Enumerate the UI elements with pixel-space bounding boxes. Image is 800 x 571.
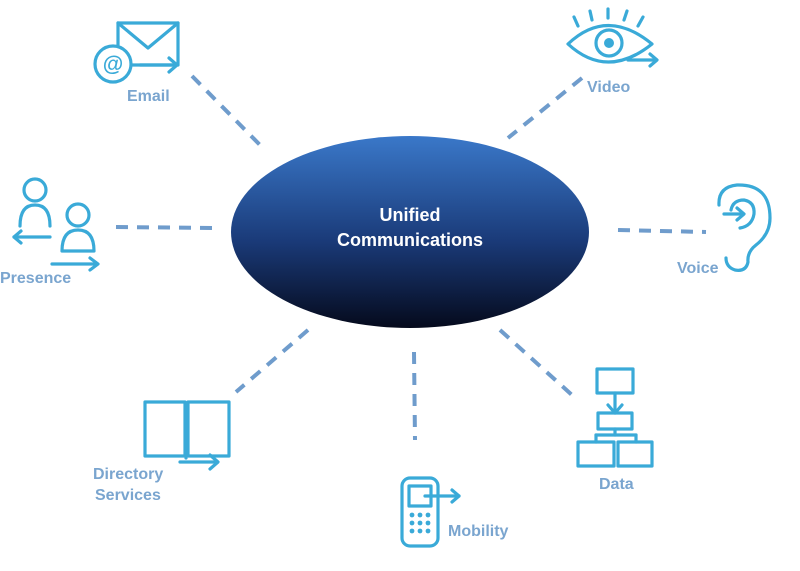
directory-label-line1: Directory [93, 466, 163, 483]
two-people-arrows-icon [12, 177, 100, 272]
ear-icon [717, 183, 772, 272]
mobility-label: Mobility [448, 523, 509, 540]
email-label: Email [127, 88, 170, 105]
svg-text:@: @ [103, 53, 123, 76]
connector-presence [115, 225, 216, 230]
directory-label-line2: Services [95, 487, 161, 504]
connector-mobility [412, 351, 417, 441]
flowchart-icon [576, 367, 654, 468]
hub-ellipse [231, 136, 589, 328]
node-data: Data [576, 367, 654, 493]
connector-directory [234, 328, 310, 394]
connector-video [506, 76, 584, 140]
node-video: Video [566, 7, 659, 96]
eye-icon [566, 7, 659, 68]
connector-data [498, 328, 574, 397]
mobile-phone-arrow-icon [400, 476, 461, 548]
hub-title-line2: Communications [337, 230, 483, 250]
connector-email [190, 74, 262, 147]
node-mobility: Mobility [400, 476, 509, 548]
voice-label: Voice [677, 260, 719, 277]
presence-label: Presence [0, 270, 71, 287]
node-email: @ Email [93, 21, 180, 105]
data-label: Data [599, 476, 634, 493]
hub-title-line1: Unified [380, 205, 441, 225]
connector-voice [617, 228, 707, 234]
open-book-arrow-icon [143, 400, 231, 471]
envelope-at-arrow-icon: @ [93, 21, 180, 84]
connectors [115, 74, 707, 441]
video-label: Video [587, 79, 631, 96]
node-voice: Voice [677, 183, 772, 277]
node-presence: Presence [0, 177, 100, 287]
hub: Unified Communications [231, 136, 589, 328]
node-directory-services: Directory Services [93, 400, 231, 504]
